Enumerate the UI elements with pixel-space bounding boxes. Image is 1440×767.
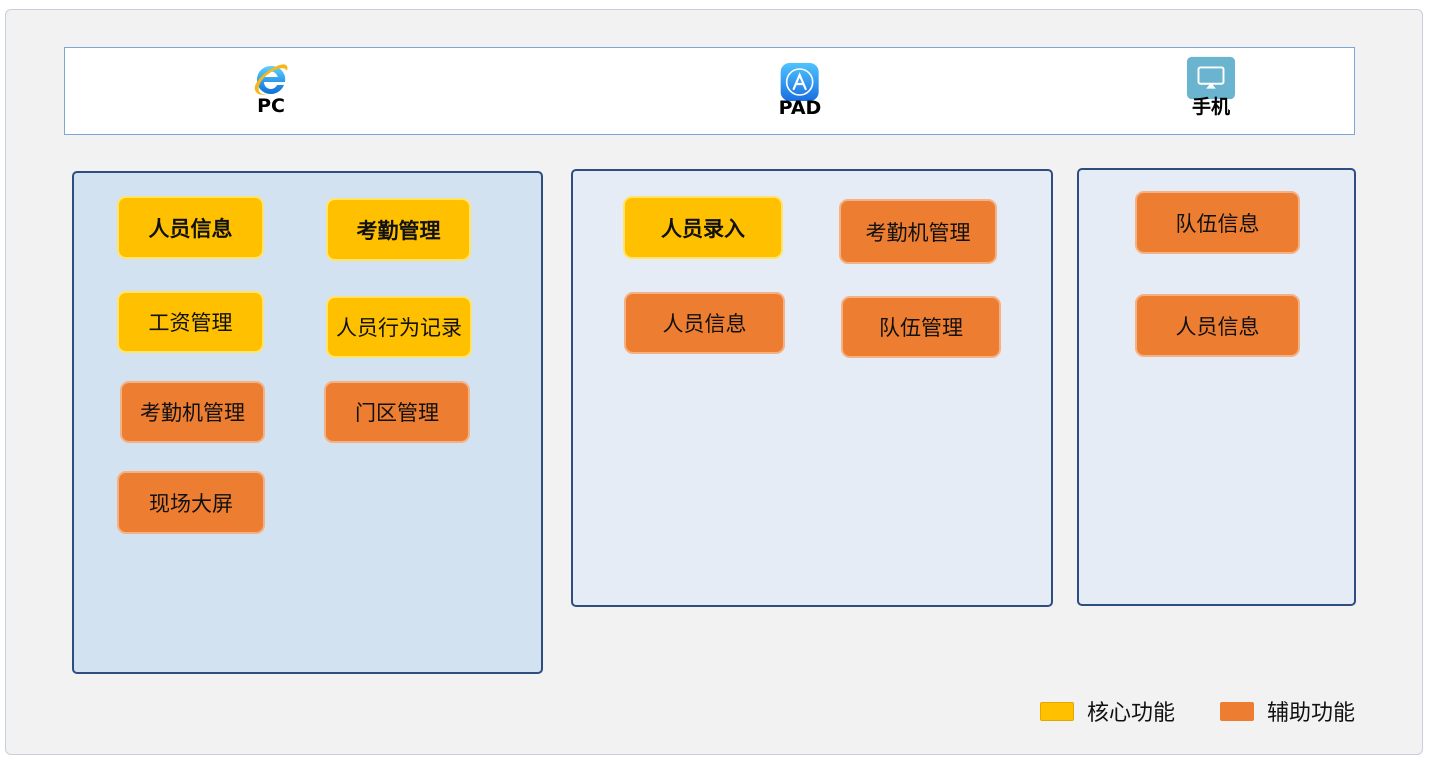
node-pc-behavior-record: 人员行为记录 xyxy=(326,296,472,358)
node-phone-team-info: 队伍信息 xyxy=(1135,191,1300,254)
node-pad-personnel-info: 人员信息 xyxy=(624,292,785,354)
ie-browser-icon xyxy=(254,64,288,95)
legend-core: 核心功能 xyxy=(1040,695,1175,727)
node-pad-personnel-entry: 人员录入 xyxy=(623,196,783,259)
platform-pad: PAD xyxy=(778,62,822,119)
node-pc-site-screen: 现场大屏 xyxy=(117,471,265,534)
node-pc-attendance-management: 考勤管理 xyxy=(326,198,471,261)
platform-label-pad: PAD xyxy=(778,97,822,119)
legend-aux: 辅助功能 xyxy=(1220,695,1355,727)
node-pc-personnel-info: 人员信息 xyxy=(117,196,264,259)
legend-swatch-core xyxy=(1040,701,1074,721)
node-pc-gate-management: 门区管理 xyxy=(324,381,470,443)
platform-label-pc: PC xyxy=(257,95,285,117)
node-pc-attendance-machine: 考勤机管理 xyxy=(120,381,265,443)
node-pc-salary-management: 工资管理 xyxy=(117,291,264,353)
platform-phone: 手机 xyxy=(1186,55,1236,117)
legend-swatch-aux xyxy=(1220,701,1254,721)
node-pad-team-management: 队伍管理 xyxy=(841,296,1001,358)
app-store-icon xyxy=(780,63,819,101)
airplay-screen-icon xyxy=(1186,56,1236,100)
platform-pc: PC xyxy=(251,60,291,116)
panel-phone xyxy=(1077,168,1356,606)
node-pad-attendance-machine: 考勤机管理 xyxy=(839,199,997,264)
platform-label-phone: 手机 xyxy=(1191,96,1230,118)
platform-bar: PC PAD 手机 xyxy=(64,47,1355,135)
legend-label-aux: 辅助功能 xyxy=(1267,701,1356,726)
legend-label-core: 核心功能 xyxy=(1087,701,1176,726)
node-phone-personnel-info: 人员信息 xyxy=(1135,294,1300,357)
